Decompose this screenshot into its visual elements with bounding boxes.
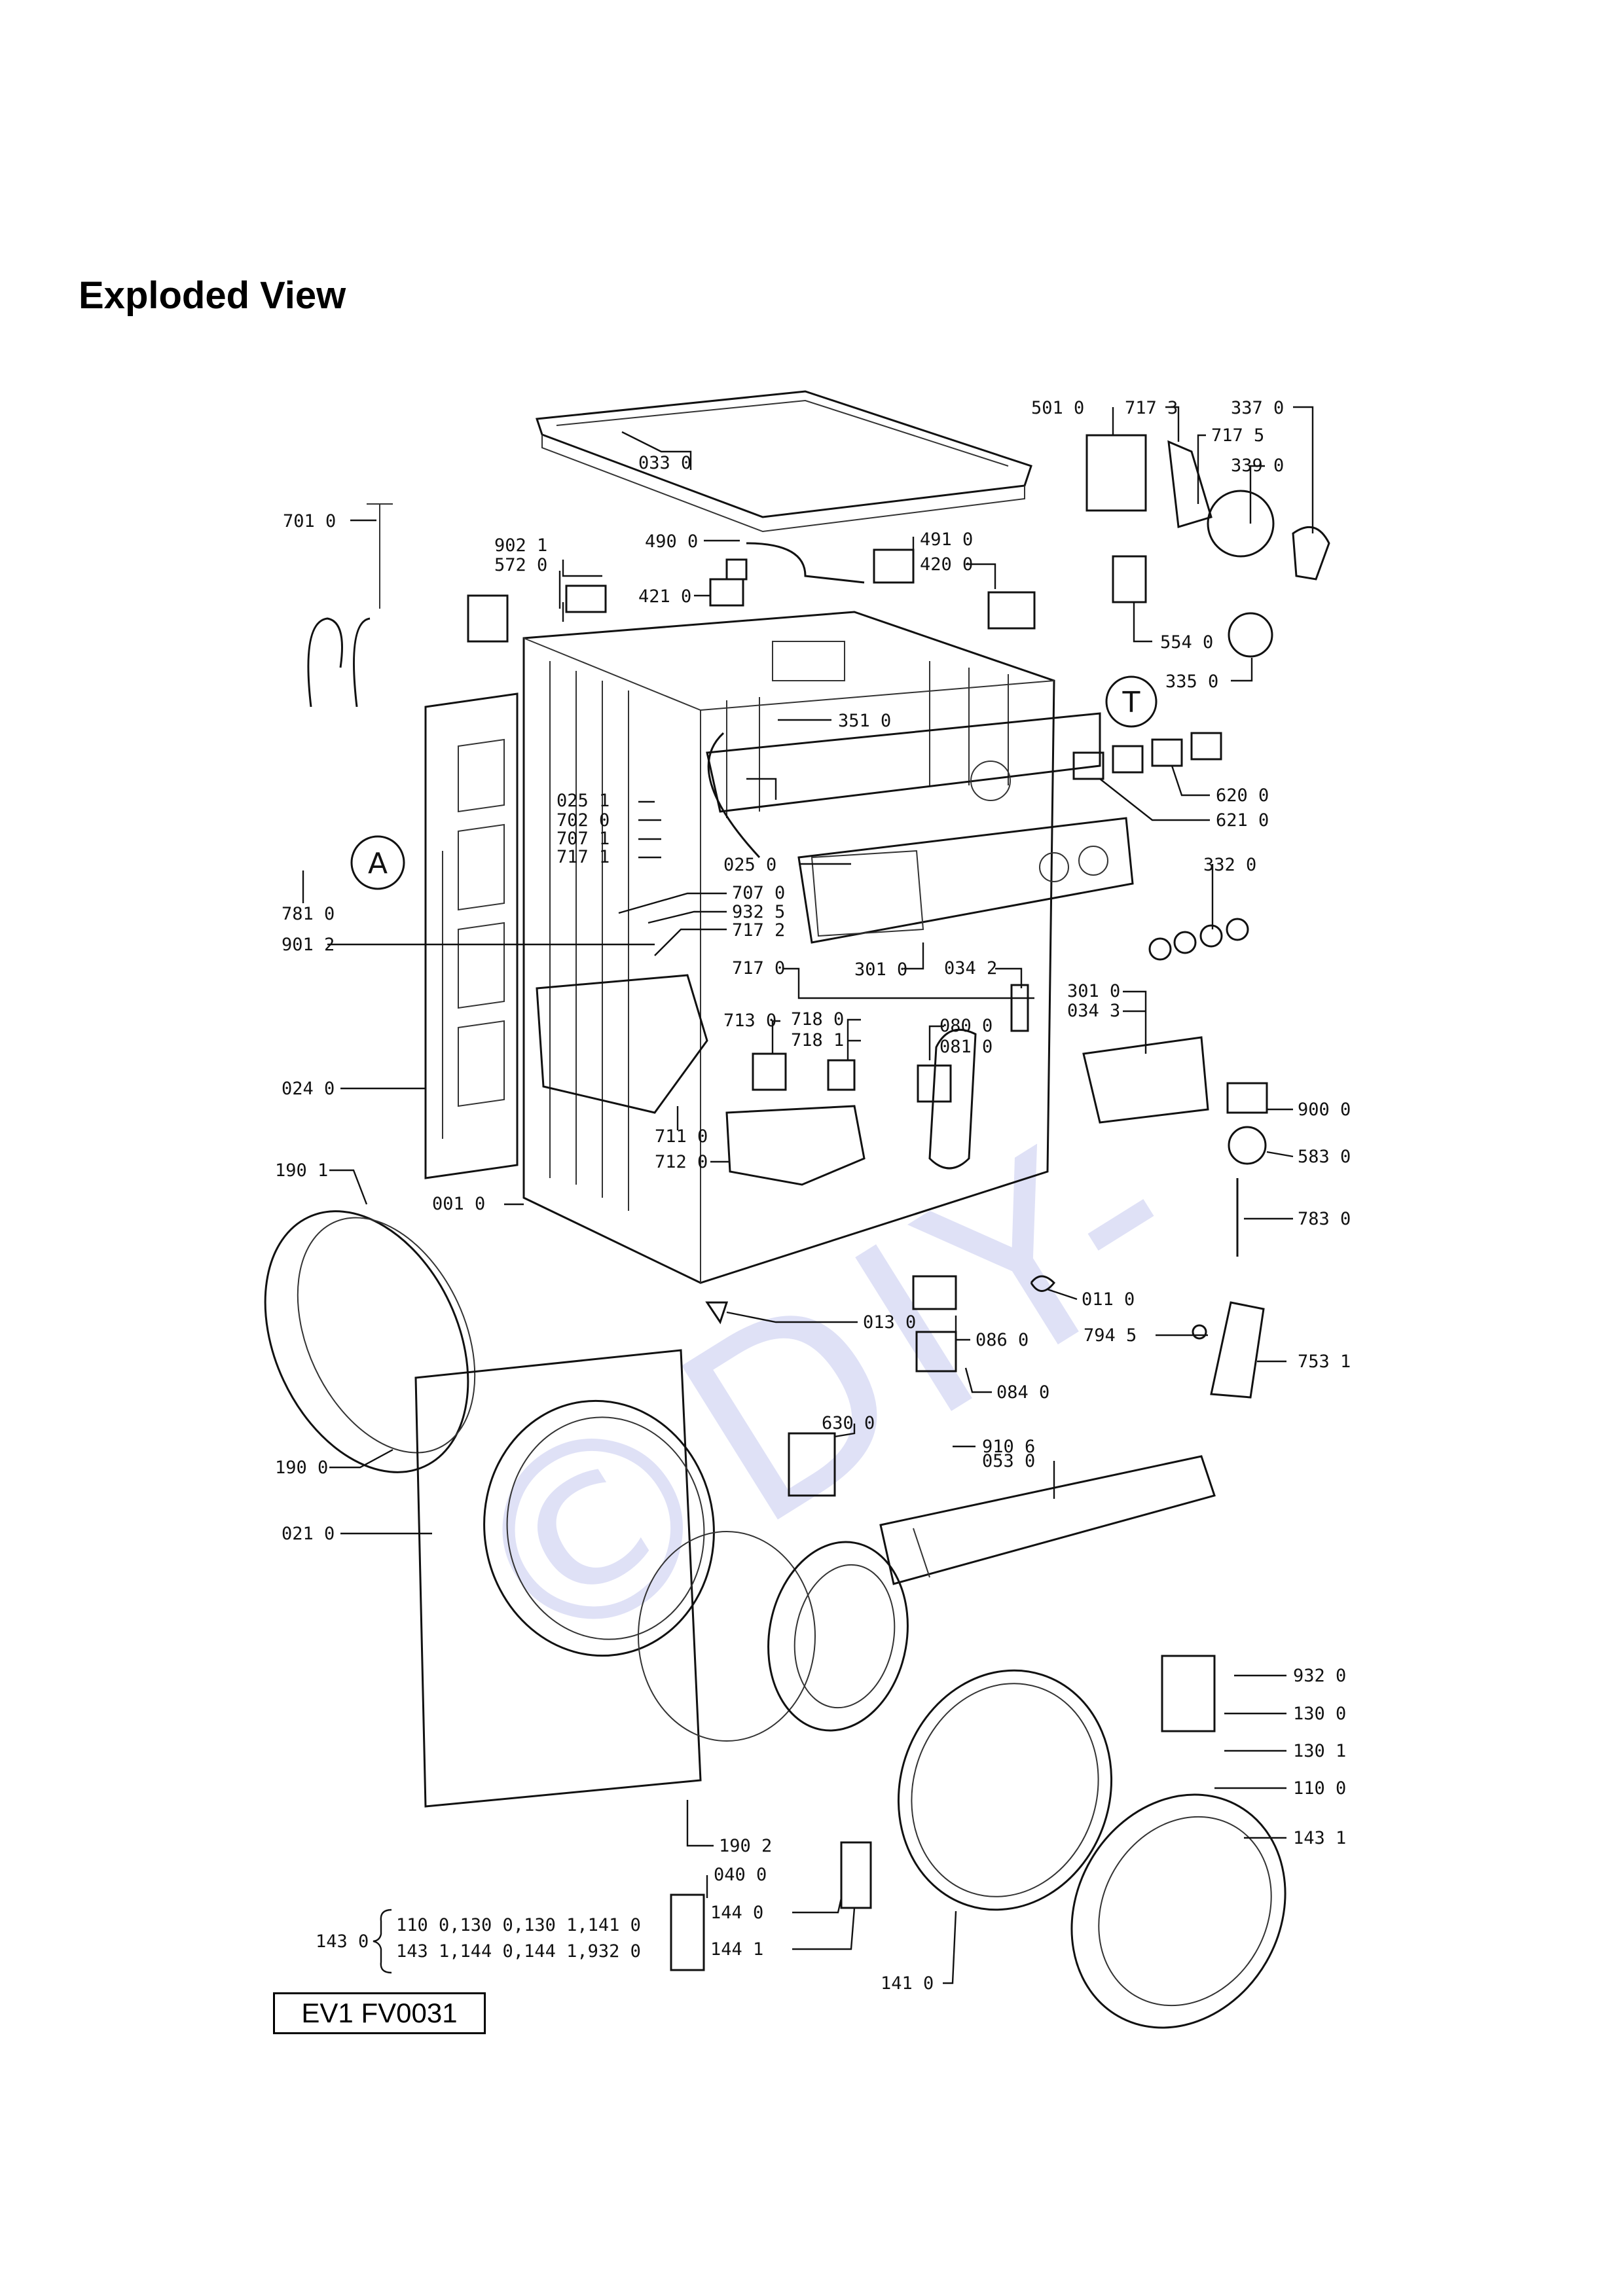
marker-a: A bbox=[350, 835, 405, 890]
part-label: 084 0 bbox=[996, 1382, 1049, 1403]
part-label: 034 2 bbox=[944, 958, 997, 978]
kit-label: 143 0 bbox=[316, 1931, 369, 1952]
part-label: 421 0 bbox=[638, 586, 691, 607]
cabinet-part bbox=[522, 611, 1055, 1284]
part-label: 583 0 bbox=[1298, 1147, 1351, 1167]
part-label: 190 0 bbox=[275, 1458, 328, 1478]
marker-t: T bbox=[1105, 675, 1158, 728]
part-label: 144 1 bbox=[710, 1939, 763, 1960]
part-labels: 033 0 701 0 902 1 572 0 490 0 491 0 420 … bbox=[275, 398, 1351, 1994]
part-label: 900 0 bbox=[1298, 1100, 1351, 1120]
part-label: 021 0 bbox=[282, 1524, 335, 1544]
part-label: 025 1 bbox=[556, 791, 610, 811]
part-label: 702 0 bbox=[556, 810, 610, 831]
part-label: 753 1 bbox=[1298, 1352, 1351, 1372]
part-label: 143 1 bbox=[1293, 1828, 1346, 1848]
part-label: 717 1 bbox=[556, 847, 610, 867]
part-label: 717 5 bbox=[1211, 425, 1264, 446]
marker-t-label: T bbox=[1122, 686, 1140, 719]
part-label: 335 0 bbox=[1165, 672, 1218, 692]
part-label: 711 0 bbox=[655, 1126, 708, 1147]
part-label: 781 0 bbox=[282, 904, 335, 924]
part-label: 718 1 bbox=[791, 1030, 844, 1050]
part-label: 932 0 bbox=[1293, 1666, 1346, 1686]
part-label: 420 0 bbox=[920, 554, 973, 575]
part-label: 332 0 bbox=[1203, 855, 1256, 875]
part-drawings bbox=[264, 390, 1330, 2029]
front-panel-part bbox=[414, 1349, 715, 1808]
part-label: 301 0 bbox=[854, 960, 907, 980]
part-label: 080 0 bbox=[939, 1016, 993, 1036]
marker-a-label: A bbox=[368, 847, 388, 880]
part-label: 190 2 bbox=[719, 1836, 772, 1856]
part-label: 130 0 bbox=[1293, 1704, 1346, 1724]
part-label: 718 0 bbox=[791, 1009, 844, 1030]
tub-front-part bbox=[264, 1210, 476, 1473]
part-label: 190 1 bbox=[275, 1160, 328, 1181]
part-label: 712 0 bbox=[655, 1152, 708, 1172]
door-glass-part bbox=[897, 1669, 1113, 1911]
part-label: 910 6 bbox=[982, 1437, 1035, 1457]
kit-line-2: 143 1,144 0,144 1,932 0 bbox=[396, 1941, 641, 1962]
small-components bbox=[467, 434, 1330, 1971]
control-panel-part bbox=[706, 712, 1134, 944]
part-label: 794 5 bbox=[1084, 1325, 1137, 1346]
part-label: 337 0 bbox=[1231, 398, 1284, 418]
rear-panel-part bbox=[424, 692, 519, 1179]
part-label: 490 0 bbox=[645, 531, 698, 552]
model-code-box: EV1 FV0031 bbox=[273, 1992, 486, 2034]
part-label: 040 0 bbox=[714, 1865, 767, 1885]
kit-line-1: 110 0,130 0,130 1,141 0 bbox=[396, 1915, 641, 1935]
part-label: 144 0 bbox=[710, 1903, 763, 1923]
part-label: 034 3 bbox=[1067, 1001, 1120, 1021]
top-lid-part bbox=[535, 390, 1032, 533]
part-label: 717 0 bbox=[732, 958, 785, 978]
part-label: 630 0 bbox=[822, 1413, 875, 1433]
part-label: 081 0 bbox=[939, 1037, 993, 1057]
part-label: 717 2 bbox=[732, 920, 785, 941]
part-label: 621 0 bbox=[1216, 810, 1269, 831]
part-label: 130 1 bbox=[1293, 1741, 1346, 1761]
part-label: 301 0 bbox=[1067, 981, 1120, 1001]
part-label: 011 0 bbox=[1082, 1289, 1135, 1310]
part-label: 025 0 bbox=[723, 855, 776, 875]
part-label: 783 0 bbox=[1298, 1209, 1351, 1229]
part-label: 932 5 bbox=[732, 902, 785, 922]
part-label: 001 0 bbox=[432, 1194, 485, 1214]
part-label: 901 2 bbox=[282, 935, 335, 955]
part-label: 501 0 bbox=[1031, 398, 1084, 418]
kick-plate-part bbox=[879, 1455, 1216, 1585]
part-label: 620 0 bbox=[1216, 785, 1269, 806]
part-label: 053 0 bbox=[982, 1451, 1035, 1471]
door-seal-part bbox=[638, 1531, 909, 1742]
part-label: 033 0 bbox=[638, 453, 691, 473]
part-label: 491 0 bbox=[920, 529, 973, 550]
page-title: Exploded View bbox=[79, 274, 346, 317]
leader-lines bbox=[302, 406, 1314, 1984]
part-label: 707 0 bbox=[732, 883, 785, 903]
part-label: 902 1 bbox=[494, 535, 547, 556]
part-label: 086 0 bbox=[976, 1330, 1029, 1350]
kit-callout: 143 0 110 0,130 0,130 1,141 0 143 1,144 … bbox=[316, 1909, 641, 1974]
hoses-part bbox=[307, 503, 977, 1170]
part-label: 024 0 bbox=[282, 1079, 335, 1099]
part-label: 717 3 bbox=[1125, 398, 1178, 418]
part-label: 707 1 bbox=[556, 829, 610, 849]
part-label: 701 0 bbox=[283, 511, 336, 531]
part-label: 554 0 bbox=[1160, 632, 1213, 653]
part-label: 339 0 bbox=[1231, 456, 1284, 476]
part-label: 141 0 bbox=[881, 1973, 934, 1994]
part-label: 110 0 bbox=[1293, 1778, 1346, 1799]
part-label: 713 0 bbox=[723, 1011, 776, 1031]
part-label: 572 0 bbox=[494, 555, 547, 575]
door-frame-part bbox=[1070, 1793, 1286, 2029]
part-label: 351 0 bbox=[838, 711, 891, 731]
part-label: 013 0 bbox=[863, 1312, 916, 1333]
